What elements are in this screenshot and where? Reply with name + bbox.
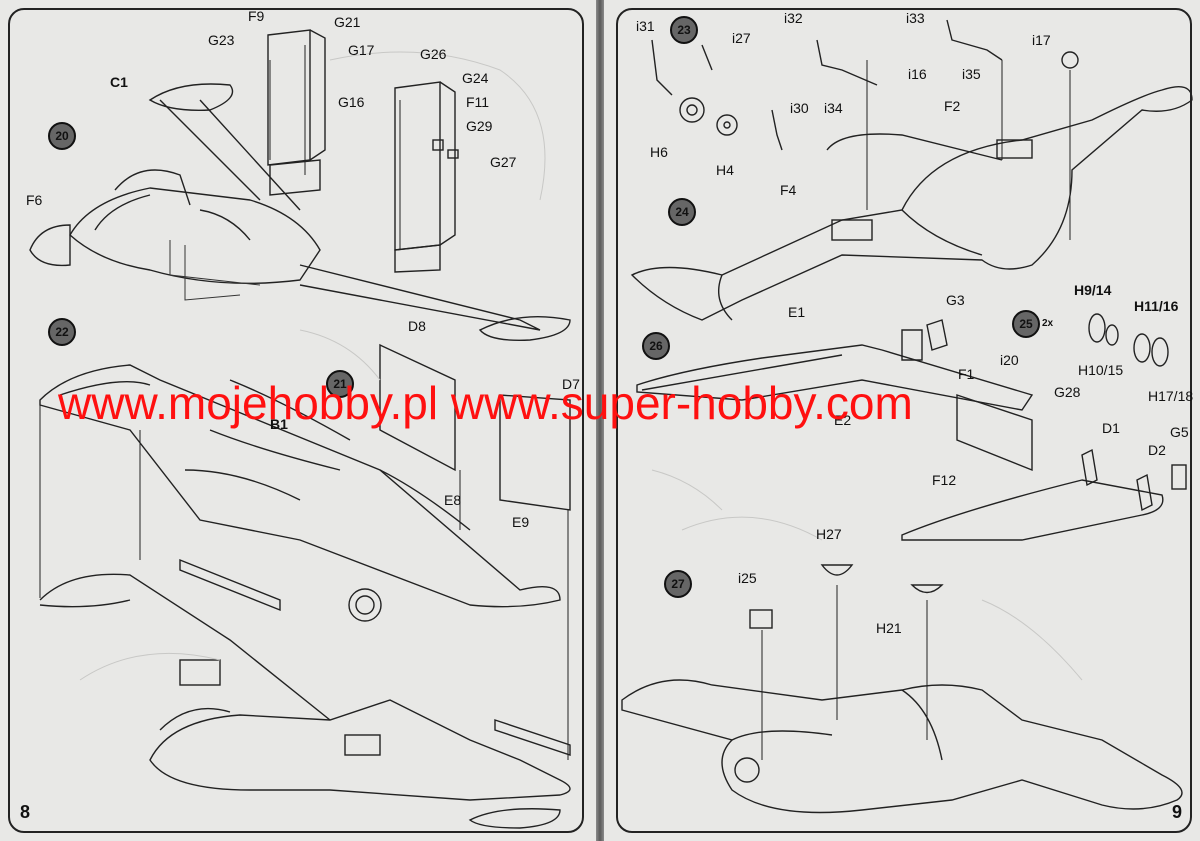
page-frame-right [616,8,1192,833]
part-label: H9/14 [1074,282,1112,298]
page-frame-left [8,8,584,833]
part-label: E9 [512,514,530,530]
part-label: E8 [444,492,462,508]
part-label: i20 [1000,352,1019,368]
part-label: i30 [790,100,809,116]
part-label: G16 [338,94,365,110]
part-label: i31 [636,18,655,34]
part-label: i16 [908,66,927,82]
part-label: i27 [732,30,751,46]
quantity-note: 2x [1042,318,1054,329]
watermark-text: www.mojehobby.pl www.super-hobby.com [58,377,913,429]
part-label: i33 [906,10,925,26]
part-label: D7 [562,376,580,392]
part-label: F6 [26,192,43,208]
part-label: H6 [650,144,668,160]
part-label: H11/16 [1134,298,1179,314]
part-label: i17 [1032,32,1051,48]
part-label: D2 [1148,442,1166,458]
part-label: i32 [784,10,803,26]
part-label: G3 [946,292,965,308]
part-label: G17 [348,42,375,58]
part-label: B1 [270,416,288,432]
instruction-page-right: 23 24 25 26 27 2x i31 i27 i32 i33 i17 i1… [600,0,1200,841]
part-label: F12 [932,472,957,488]
part-label: D8 [408,318,426,334]
step-number-badge: 24 [668,198,696,226]
part-label: F2 [944,98,961,114]
step-number-badge: 22 [48,318,76,346]
part-label: H10/15 [1078,362,1124,378]
step-number-badge: 26 [642,332,670,360]
part-label: E2 [834,412,852,428]
part-label: i34 [824,100,843,116]
instruction-page-left: 20 21 22 F9 G21 G23 G17 C1 G26 G24 G16 F… [0,0,600,841]
part-label: G24 [462,70,489,86]
page-fold [596,0,604,841]
step-number-badge: 27 [664,570,692,598]
part-label: F11 [466,94,490,110]
part-label: G27 [490,154,517,170]
part-label: C1 [110,74,128,90]
part-label: G5 [1170,424,1189,440]
part-label: H21 [876,620,902,636]
assembly-drawing-right [621,19,1193,814]
step-number-badge: 21 [326,370,354,398]
part-label: H27 [816,526,842,542]
page-number: 9 [1172,802,1183,822]
part-label: H17/18 [1148,388,1194,404]
part-label: i35 [962,66,981,82]
part-label: G21 [334,14,361,30]
step-number-badge: 25 [1012,310,1040,338]
part-label: F1 [958,366,975,382]
part-label: H4 [716,162,734,178]
step-number-badge: 23 [670,16,698,44]
part-label: F9 [248,8,265,24]
part-label: G23 [208,32,235,48]
part-label: G26 [420,46,447,62]
page-number: 8 [20,802,31,822]
part-label: E1 [788,304,806,320]
part-label: G28 [1054,384,1081,400]
part-label: G29 [466,118,493,134]
part-label: F4 [780,182,797,198]
part-label: i25 [738,570,757,586]
part-label: D1 [1102,420,1120,436]
step-number-badge: 20 [48,122,76,150]
assembly-drawing-left [29,29,571,829]
